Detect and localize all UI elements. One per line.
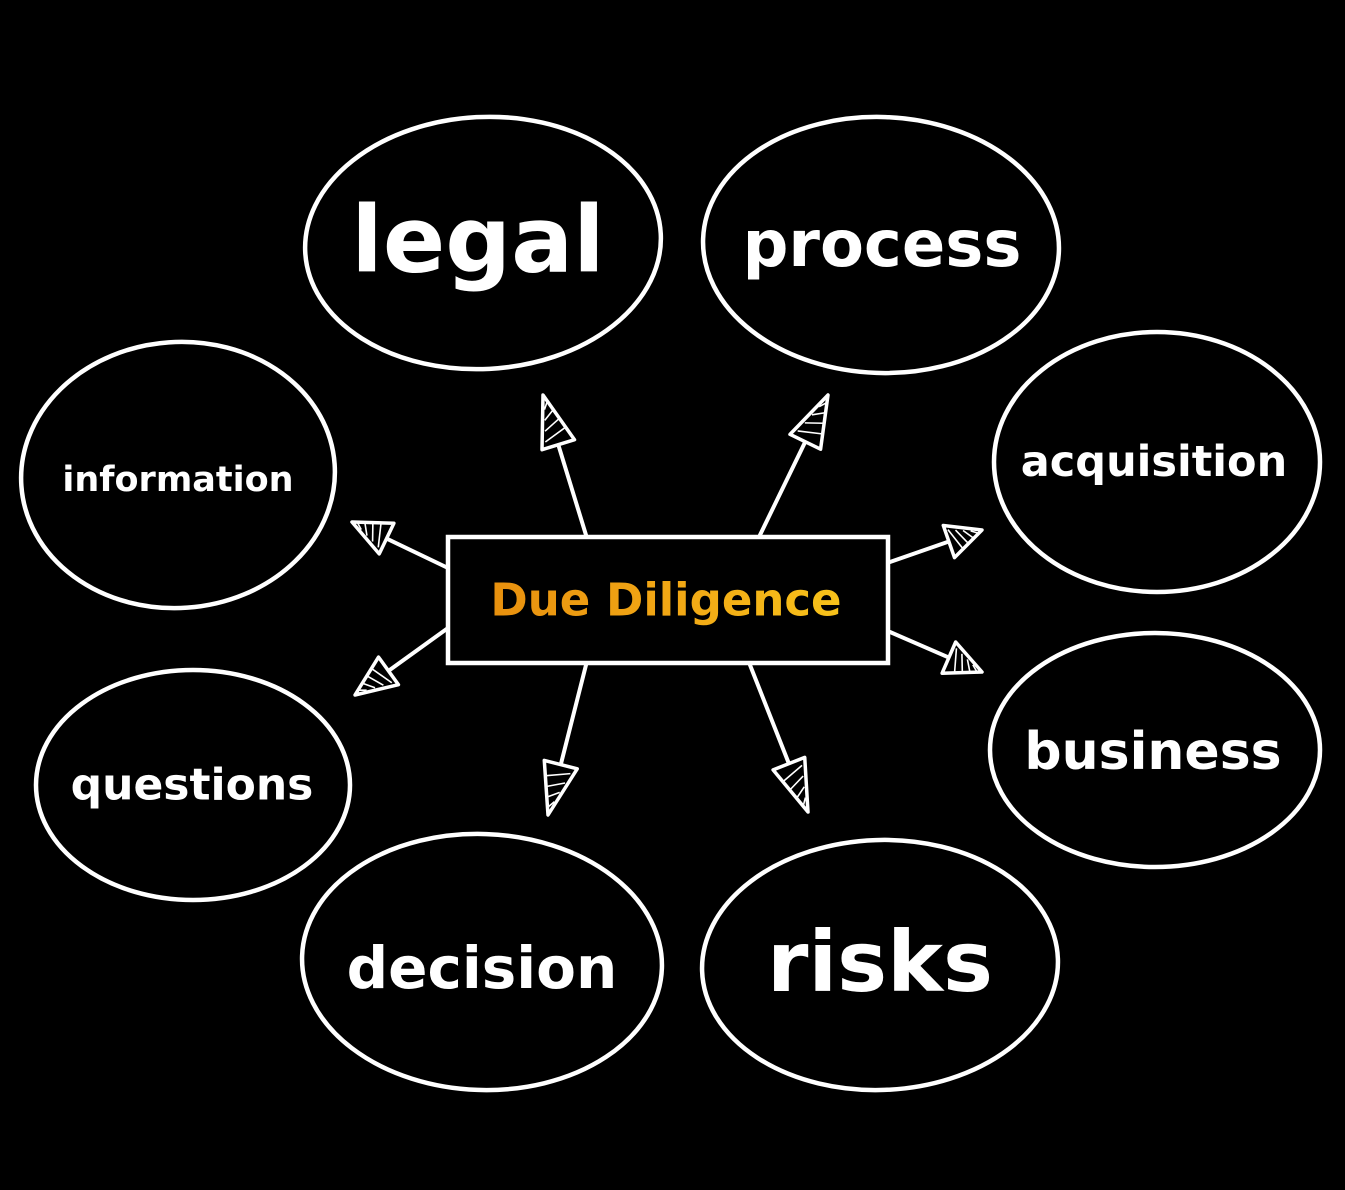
node-acquisition: acquisition xyxy=(991,329,1323,595)
bubble-outline-process xyxy=(700,114,1062,376)
arrow-shaft xyxy=(556,442,588,537)
arrow-hatch xyxy=(544,417,560,432)
arrow-hatch xyxy=(546,801,555,809)
node-label-business: business xyxy=(1024,722,1281,782)
bubble-outline-risks xyxy=(699,837,1061,1093)
bubble-outline-legal xyxy=(302,114,664,372)
node-questions: questions xyxy=(33,667,353,903)
arrow-to-questions xyxy=(353,626,450,697)
node-label-process: process xyxy=(743,208,1022,282)
arrow-head xyxy=(353,655,401,697)
node-legal: legal xyxy=(302,114,664,372)
arrows-group xyxy=(350,393,984,817)
bubble-outline-business xyxy=(987,630,1323,870)
node-information: information xyxy=(18,339,338,611)
arrow-hatch xyxy=(366,675,384,686)
arrow-hatch xyxy=(543,400,549,410)
arrow-shaft xyxy=(558,663,588,767)
node-label-information: information xyxy=(62,460,293,500)
node-business: business xyxy=(987,630,1323,870)
arrow-hatch xyxy=(546,782,566,788)
arrow-hatch xyxy=(355,520,362,531)
arrow-head xyxy=(788,393,830,451)
bubble-outline-decision xyxy=(299,831,665,1093)
arrow-hatch xyxy=(789,775,804,791)
arrow-head xyxy=(771,755,810,814)
arrow-shaft xyxy=(888,539,951,564)
arrow-to-acquisition xyxy=(888,523,984,564)
node-risks: risks xyxy=(699,837,1061,1093)
center-node: Due Diligence xyxy=(445,534,891,666)
arrow-hatch xyxy=(811,411,826,416)
arrow-to-business xyxy=(888,630,984,675)
node-decision: decision xyxy=(299,831,665,1093)
node-label-decision: decision xyxy=(347,934,618,1002)
arrow-hatch xyxy=(797,430,823,435)
arrow-hatch xyxy=(544,408,555,421)
arrow-hatch xyxy=(802,797,807,808)
bubble-outline-information xyxy=(18,339,338,611)
arrow-hatch xyxy=(371,668,393,684)
arrow-shaft xyxy=(748,663,791,766)
center-box-outline xyxy=(445,534,891,666)
bubble-outline-acquisition xyxy=(991,329,1323,595)
arrow-to-information xyxy=(350,520,450,570)
arrow-hatch xyxy=(363,521,368,536)
node-label-legal: legal xyxy=(351,187,604,294)
arrow-hatch xyxy=(947,529,964,550)
arrow-shaft xyxy=(384,536,450,570)
arrow-to-decision xyxy=(542,663,588,817)
arrow-hatch xyxy=(970,530,981,535)
arrow-hatch xyxy=(953,648,958,673)
arrow-hatch xyxy=(972,664,979,674)
arrow-hatch xyxy=(545,772,571,777)
arrow-to-process xyxy=(758,393,830,537)
arrow-shaft xyxy=(888,630,951,660)
arrow-shaft xyxy=(758,439,808,537)
arrow-hatch xyxy=(782,764,803,782)
arrow-hatch xyxy=(544,426,566,443)
arrow-hatch xyxy=(962,529,975,540)
arrow-to-risks xyxy=(748,663,810,814)
center-label: Due Diligence xyxy=(490,574,841,627)
arrow-hatch xyxy=(795,786,805,799)
arrow-hatch xyxy=(377,523,382,548)
arrow-to-legal xyxy=(540,393,588,537)
node-label-risks: risks xyxy=(767,913,993,1011)
arrow-hatch xyxy=(818,401,829,408)
bubble-outline-questions xyxy=(33,667,353,903)
arrow-hatch xyxy=(954,529,970,545)
arrow-shaft xyxy=(386,626,450,673)
arrow-hatch xyxy=(546,791,560,799)
node-label-acquisition: acquisition xyxy=(1021,437,1287,487)
node-label-questions: questions xyxy=(71,760,314,811)
node-process: process xyxy=(700,114,1062,376)
arrow-hatch xyxy=(966,659,971,674)
arrow-head xyxy=(540,393,577,452)
arrow-hatch xyxy=(361,682,376,689)
